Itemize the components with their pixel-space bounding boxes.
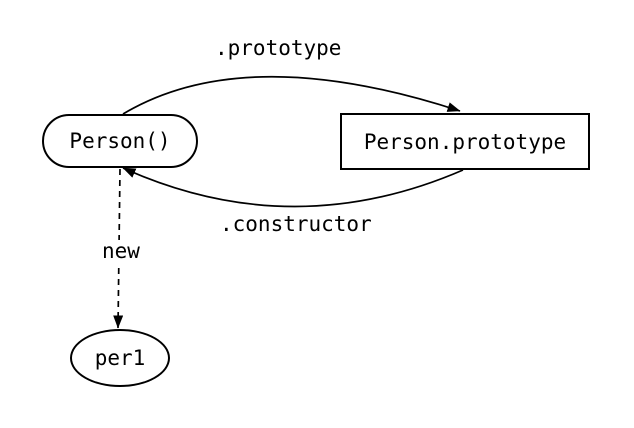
node-person-prototype-label: Person.prototype	[363, 129, 567, 154]
edge-label-constructor: .constructor	[220, 212, 372, 236]
node-person-function-label: Person()	[69, 129, 171, 153]
edge-label-prototype: .prototype	[215, 36, 342, 60]
node-per1-instance: per1	[70, 329, 170, 387]
node-per1-instance-label: per1	[94, 346, 146, 370]
constructor-edge-curve	[122, 167, 464, 208]
node-person-function: Person()	[42, 114, 198, 168]
node-person-prototype: Person.prototype	[340, 113, 590, 170]
edge-label-new: new	[100, 239, 142, 264]
prototype-edge-curve	[122, 75, 461, 115]
